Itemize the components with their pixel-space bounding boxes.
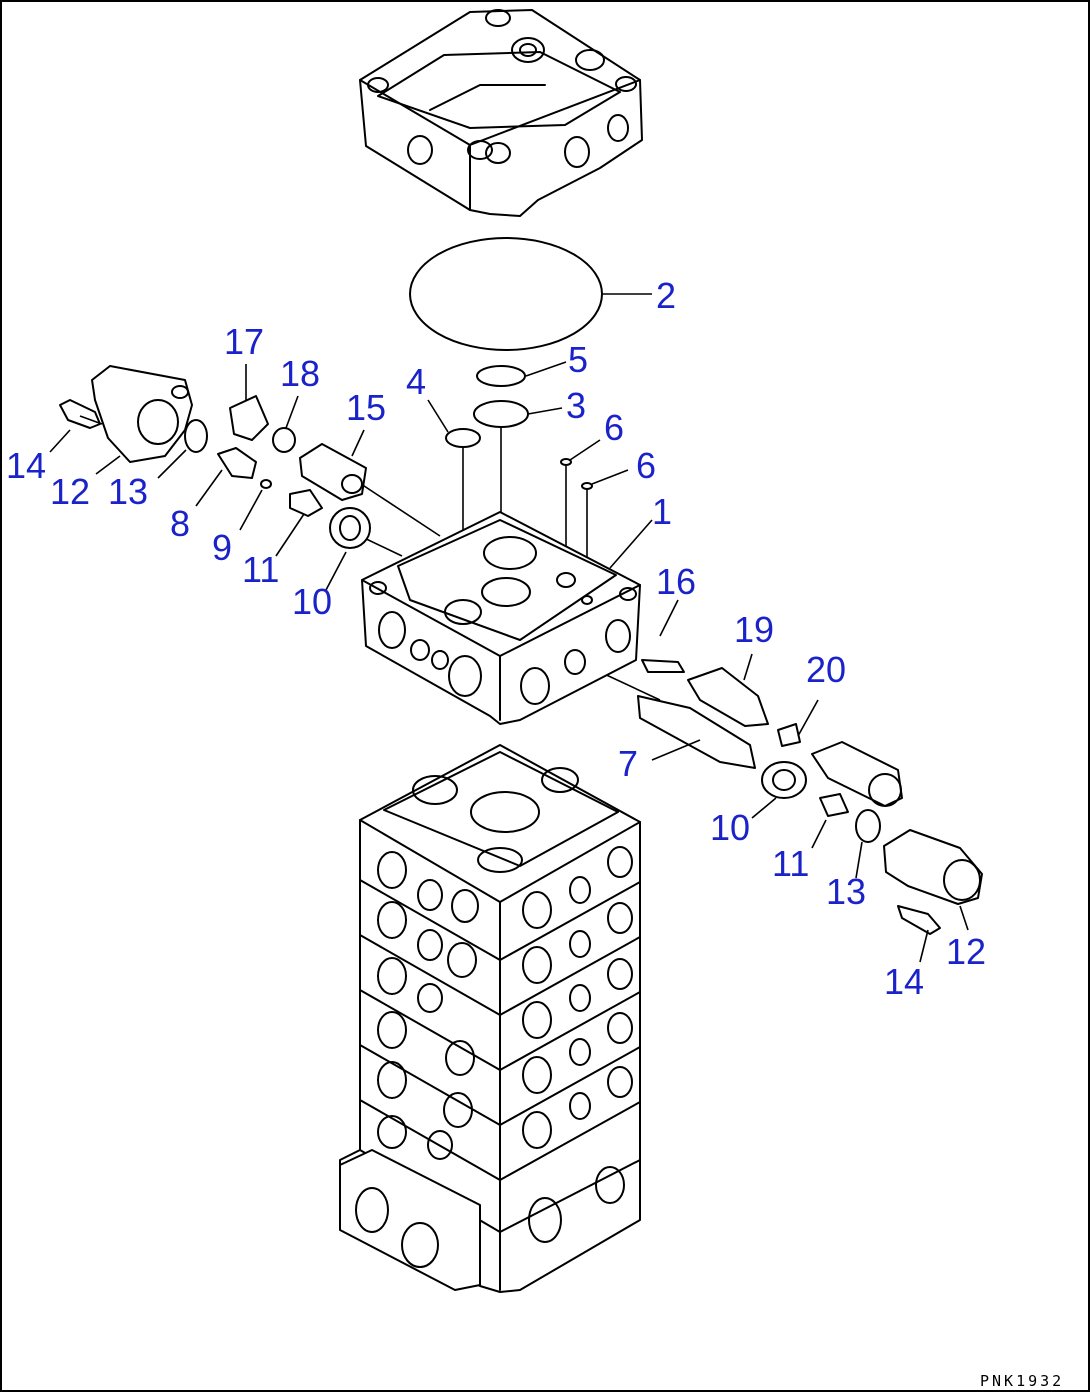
callout-13b: 13: [826, 871, 866, 912]
o-ring-6b: [581, 482, 593, 490]
leader-lines: [49, 293, 969, 963]
callout-1: 1: [652, 491, 672, 532]
callout-5: 5: [568, 339, 588, 380]
callout-10b: 10: [710, 807, 750, 848]
callout-6b: 6: [636, 445, 656, 486]
callout-2: 2: [656, 275, 676, 316]
callout-14b: 14: [884, 961, 924, 1002]
drawing-code: PNK1932: [980, 1372, 1064, 1390]
callout-9: 9: [212, 527, 232, 568]
top-cover: [359, 9, 643, 217]
callout-18: 18: [280, 353, 320, 394]
o-ring-4: [445, 428, 481, 448]
callout-labels: 1 2 3 4 5 6 6 7 8 9 10 10 11 11 12 12 13…: [6, 275, 986, 1002]
callout-11b: 11: [772, 843, 809, 884]
callout-4: 4: [406, 361, 426, 402]
callout-6a: 6: [604, 407, 624, 448]
callout-11a: 11: [242, 549, 279, 590]
valve-stack: [339, 744, 641, 1293]
callout-16: 16: [656, 561, 696, 602]
callout-12a: 12: [50, 471, 90, 512]
callout-3: 3: [566, 385, 586, 426]
callout-10a: 10: [292, 581, 332, 622]
callout-19: 19: [734, 609, 774, 650]
callout-17: 17: [224, 321, 264, 362]
o-ring-2: [409, 237, 603, 351]
o-ring-5: [476, 365, 526, 387]
callout-7: 7: [618, 743, 638, 784]
valve-section-1: [361, 511, 641, 725]
callout-12b: 12: [946, 931, 986, 972]
callout-13a: 13: [108, 471, 148, 512]
o-ring-3: [473, 400, 529, 428]
o-ring-6a: [560, 458, 572, 466]
left-parts: [59, 365, 371, 549]
callout-20: 20: [806, 649, 846, 690]
callout-14a: 14: [6, 445, 46, 486]
callout-15: 15: [346, 387, 386, 428]
callout-8: 8: [170, 503, 190, 544]
right-parts: [637, 659, 983, 935]
